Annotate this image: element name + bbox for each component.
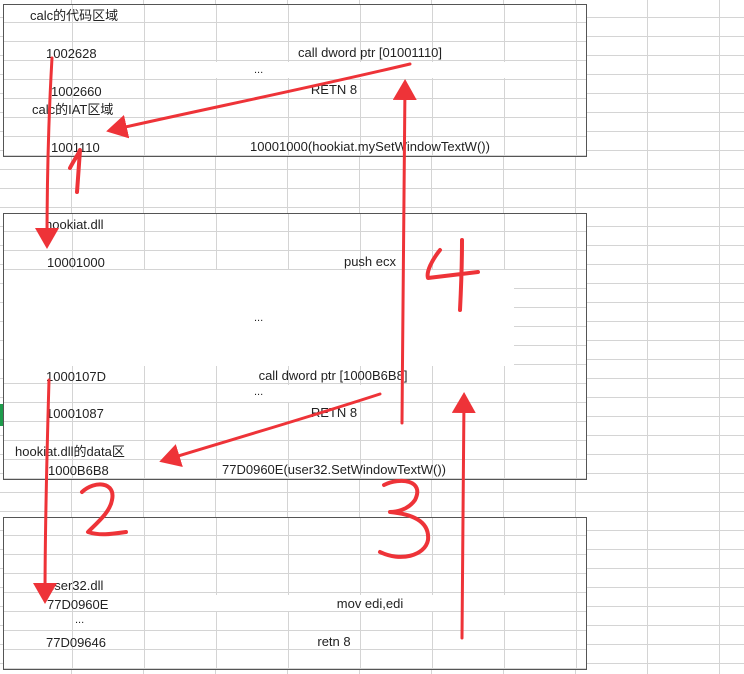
- row-selection-marker: [0, 404, 3, 426]
- hookiat-row-addr-2: 1000107D: [46, 369, 106, 384]
- user32-row-instr-1: mov edi,edi: [336, 596, 404, 611]
- hookiat-row-addr-3: 10001087: [46, 406, 104, 421]
- calc-row-instr-1: call dword ptr [01001110]: [297, 45, 443, 60]
- calc-iat-addr: 1001110: [51, 140, 100, 155]
- calc-row-addr-2: 1002660: [51, 84, 102, 99]
- hookiat-data-title: hookiat.dll的data区: [15, 444, 125, 459]
- hookiat-data-addr: 1000B6B8: [48, 463, 109, 478]
- calc-code-title: calc的代码区域: [30, 8, 119, 23]
- user32-panel: [3, 517, 587, 670]
- hookiat-title: hookiat.dll: [45, 217, 104, 232]
- user32-row-addr-2: 77D09646: [46, 635, 106, 650]
- hookiat-row-instr-2: call dword ptr [1000B6B8]: [258, 368, 408, 383]
- user32-title: user32.dll: [47, 578, 104, 593]
- calc-row-instr-2: RETN 8: [310, 82, 358, 97]
- hookiat-row-addr-1: 10001000: [47, 255, 105, 270]
- hookiat-row-instr-3: RETN 8: [310, 405, 358, 420]
- hookiat-ellipsis-1: ...: [254, 312, 264, 324]
- calc-panel: [3, 4, 587, 157]
- calc-iat-value: 10001000(hookiat.mySetWindowTextW()): [250, 139, 490, 154]
- hookiat-data-value: 77D0960E(user32.SetWindowTextW()): [222, 462, 446, 477]
- user32-ellipsis: ...: [75, 614, 85, 626]
- user32-row-instr-2: retn 8: [317, 634, 351, 649]
- hookiat-panel: [3, 213, 587, 480]
- calc-iat-title: calc的IAT区域: [32, 102, 114, 117]
- hookiat-row-instr-1: push ecx: [343, 254, 397, 269]
- calc-ellipsis: ...: [254, 64, 264, 76]
- hookiat-ellipsis-2: ...: [254, 386, 264, 398]
- user32-row-addr-1: 77D0960E: [47, 597, 109, 612]
- calc-row-addr-1: 1002628: [46, 46, 97, 61]
